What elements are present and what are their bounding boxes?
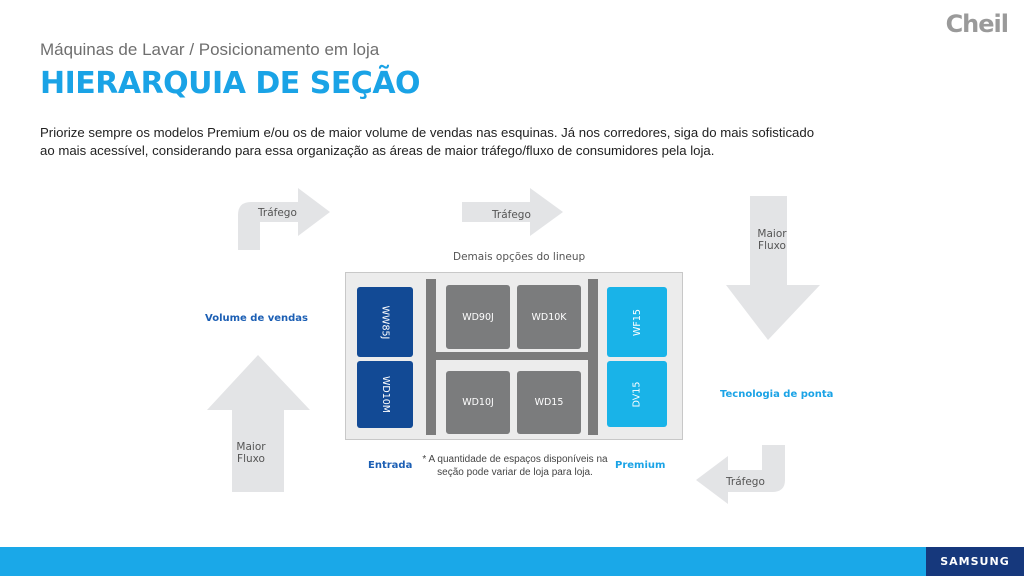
aisle-divider-center	[436, 352, 588, 360]
model-box-ww85j: WW85J	[357, 287, 413, 357]
model-label: DV15	[631, 381, 643, 407]
description-text: Priorize sempre os modelos Premium e/ou …	[40, 125, 815, 158]
traffic-label-bottom-right: Tráfego	[726, 476, 765, 488]
model-box-wd10k: WD10K	[517, 285, 581, 349]
traffic-label-top-left: Tráfego	[258, 207, 297, 219]
flow-label-left: Maior Fluxo	[224, 441, 278, 465]
footer-bar: SAMSUNG	[0, 547, 1024, 576]
flow-arrow-right	[726, 196, 820, 340]
model-label: WD10M	[379, 376, 391, 413]
footnote: * A quantidade de espaços disponíveis na…	[422, 454, 608, 478]
premium-label: Premium	[615, 460, 666, 471]
flow-label-left-line1: Maior	[236, 441, 266, 453]
model-label: WD90J	[462, 311, 494, 323]
page-subtitle: Máquinas de Lavar / Posicionamento em lo…	[40, 40, 380, 59]
model-box-wd15: WD15	[517, 371, 581, 434]
traffic-arrow-top-left	[238, 188, 330, 250]
model-box-dv15: DV15	[607, 361, 667, 427]
traffic-label-top-center: Tráfego	[492, 209, 531, 221]
aisle-divider-right	[588, 279, 598, 435]
traffic-arrow-bottom-right	[696, 445, 785, 504]
top-tech-label: Tecnologia de ponta	[720, 389, 834, 400]
page-title: HIERARQUIA DE SEÇÃO	[40, 66, 421, 101]
model-label: WD10J	[462, 397, 494, 408]
store-section-layout: WW85J WD10M WD90J WD10K WD10J WD15 WF15 …	[345, 272, 683, 440]
cheil-logo: Cheil	[945, 10, 1009, 38]
model-box-wf15: WF15	[607, 287, 667, 357]
model-box-wd10j: WD10J	[446, 371, 510, 434]
sales-volume-label: Volume de vendas	[205, 313, 308, 324]
samsung-logo: SAMSUNG	[926, 547, 1024, 576]
flow-arrow-left	[207, 355, 310, 492]
lineup-label: Demais opções do lineup	[453, 251, 586, 263]
entrance-label: Entrada	[368, 460, 413, 471]
flow-label-right: Maior Fluxo	[745, 228, 799, 252]
model-label: WF15	[631, 308, 643, 336]
flow-label-right-line1: Maior	[757, 228, 787, 240]
flow-label-left-line2: Fluxo	[237, 453, 265, 465]
model-label: WD15	[534, 397, 564, 408]
model-box-wd90j: WD90J	[446, 285, 510, 349]
flow-label-right-line2: Fluxo	[758, 240, 786, 252]
model-label: WW85J	[379, 305, 391, 339]
model-box-wd10m: WD10M	[357, 361, 413, 428]
model-label: WD10K	[531, 311, 567, 323]
traffic-arrow-top-center	[462, 188, 563, 236]
aisle-divider-left	[426, 279, 436, 435]
